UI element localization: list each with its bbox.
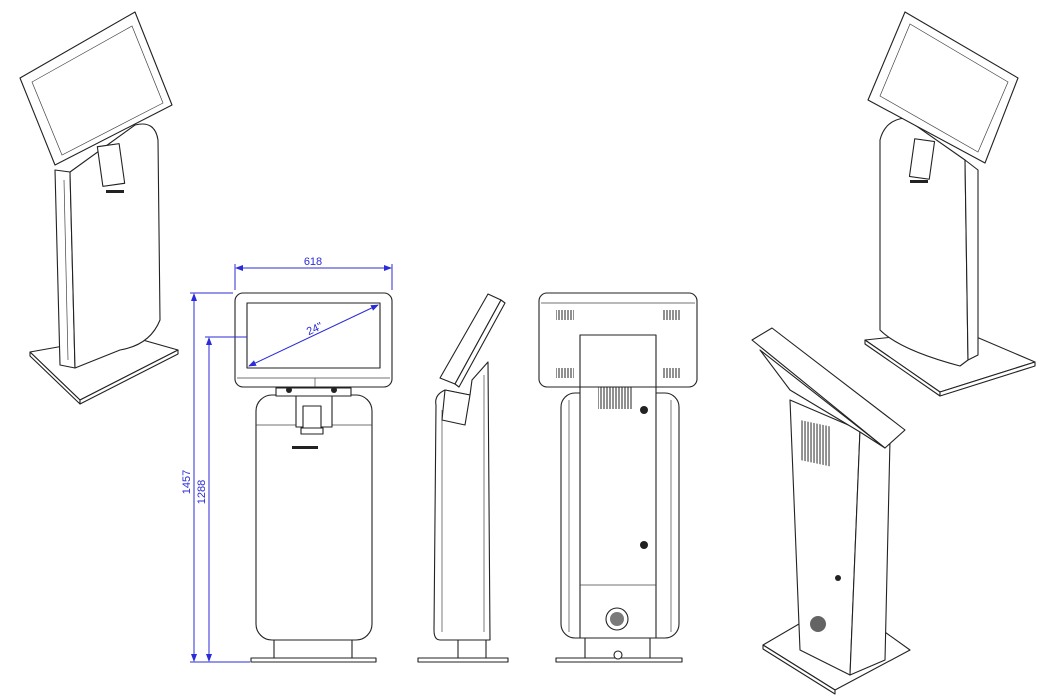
total-height-dimension: 1457 xyxy=(181,470,193,494)
side-view xyxy=(417,293,509,663)
screen-center-height-dimension: 1288 xyxy=(196,480,208,504)
isometric-view-front-left xyxy=(19,11,179,405)
front-view: 618 24" 1457 1288 xyxy=(181,256,393,663)
isometric-view-front-right xyxy=(864,11,1036,397)
rear-view xyxy=(538,292,698,663)
width-dimension: 618 xyxy=(304,256,322,268)
isometric-view-rear xyxy=(751,327,911,695)
